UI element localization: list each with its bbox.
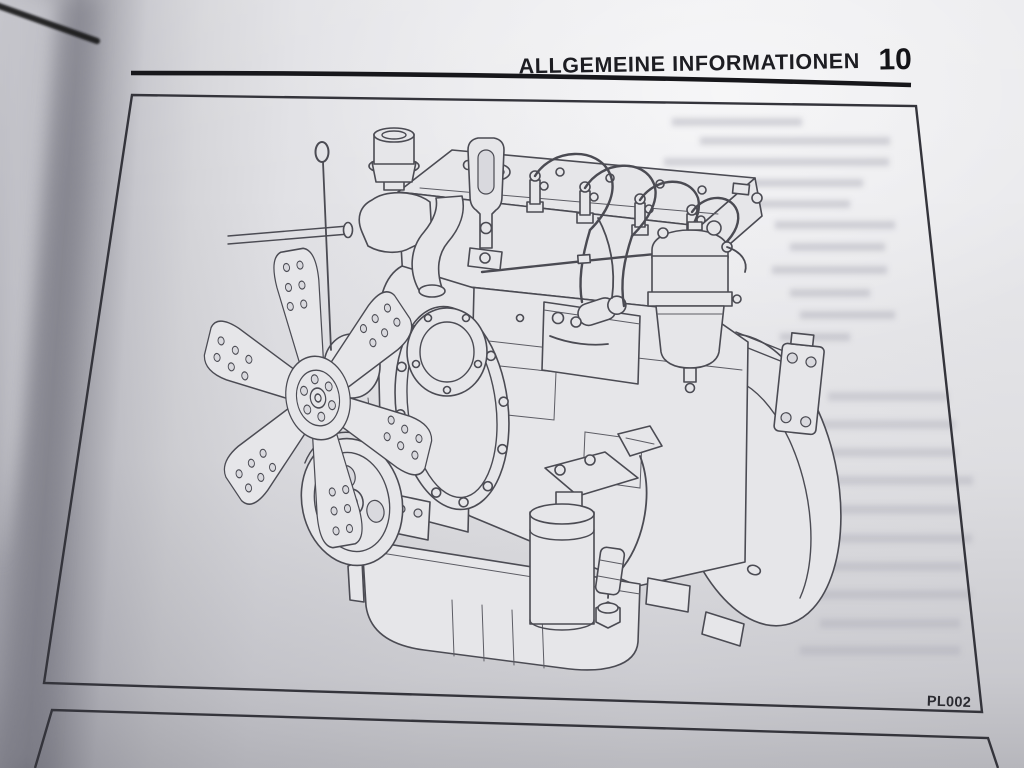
cooling-fan <box>200 245 436 551</box>
oil-filter <box>529 451 639 631</box>
engine-illustration <box>200 127 842 671</box>
oil-pan <box>347 539 641 671</box>
page-header: ALLGEMEINE INFORMATIONEN 10 <box>130 43 912 88</box>
figure-code-label: PL002 <box>927 694 972 711</box>
sensor-wire <box>594 425 663 629</box>
facing-page-rule-fragment <box>0 3 100 44</box>
figure-box-border <box>42 93 984 714</box>
book-binding-shadow <box>0 0 98 768</box>
section-title: ALLGEMEINE INFORMATIONEN <box>518 49 860 78</box>
bleed-through-text <box>664 118 973 655</box>
section-number: 10 <box>878 43 912 77</box>
dipstick <box>314 141 332 351</box>
lifting-bracket <box>467 137 505 271</box>
stay-rod <box>227 221 354 245</box>
fuel-filter <box>647 220 747 394</box>
injectors-and-fuel-lines <box>480 152 740 308</box>
lower-figure-box-border <box>33 708 1000 768</box>
injection-pump <box>541 217 641 385</box>
header-rule <box>130 70 912 88</box>
thermostat-and-breather <box>358 127 464 298</box>
